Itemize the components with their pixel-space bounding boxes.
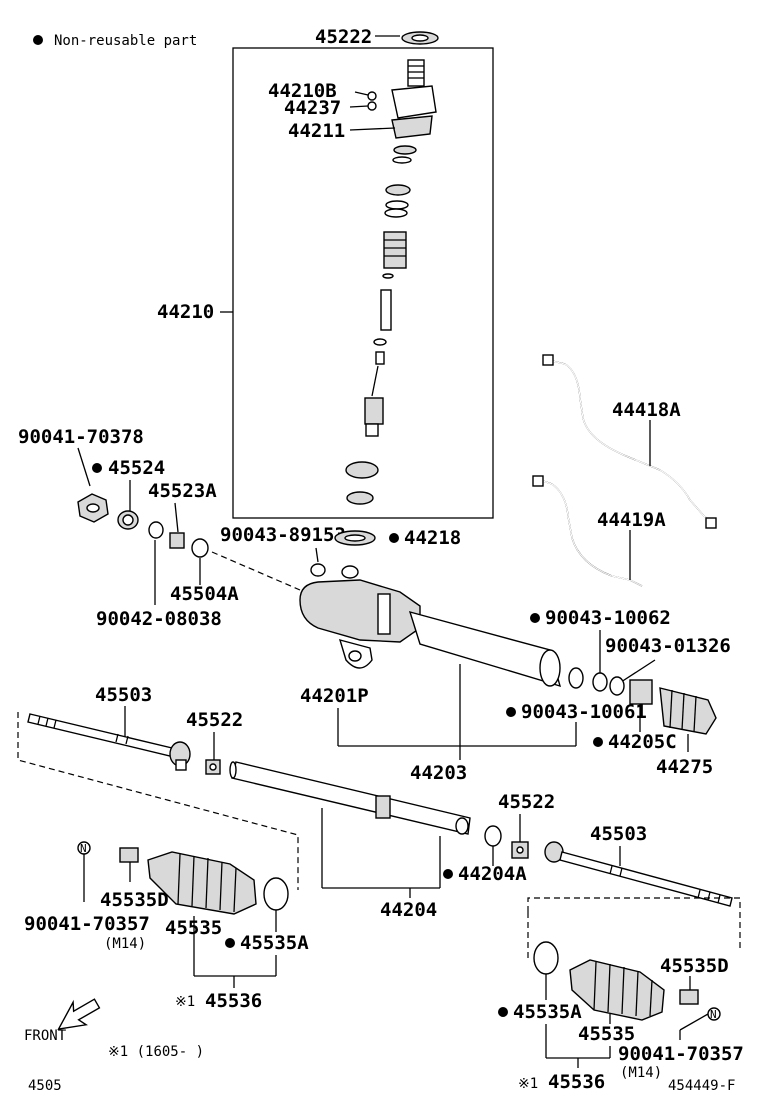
label-45535-left: 45535 xyxy=(165,917,222,939)
label-45535D-right: 45535D xyxy=(660,955,729,977)
label-45536-left: 45536 xyxy=(205,990,262,1012)
ring-44204A-shape xyxy=(484,825,502,847)
bush-44205C-shape xyxy=(629,679,653,705)
label-90043-10061: 90043-10061 xyxy=(521,701,647,723)
label-44210B: 44210B xyxy=(268,80,337,102)
label-90043-01326: 90043-01326 xyxy=(605,635,731,657)
label-44211: 44211 xyxy=(288,120,345,142)
valve-assembly-box xyxy=(232,47,494,519)
legend-text: Non-reusable part xyxy=(54,33,197,49)
label-44204A: 44204A xyxy=(458,863,527,885)
label-44204: 44204 xyxy=(380,899,437,921)
ring-45504A-shape xyxy=(191,538,209,558)
label-45536-right: 45536 xyxy=(548,1071,605,1093)
clamp-45535D-left-shape xyxy=(119,847,139,863)
footer-code-right: 454449-F xyxy=(668,1078,735,1094)
svg-text:N: N xyxy=(80,842,87,855)
rack-housing-shape xyxy=(299,565,562,688)
tie-rod-right-shape xyxy=(544,841,733,907)
label-45522-right: 45522 xyxy=(498,791,555,813)
valve-stack-shape xyxy=(345,145,417,505)
clamp-45535A-left-shape xyxy=(263,877,289,911)
valve-housing-shape xyxy=(367,59,437,139)
tube-44419A-shape xyxy=(539,479,643,587)
tube-44418A-shape xyxy=(547,359,713,523)
label-45222: 45222 xyxy=(315,26,372,48)
footer-code-left: 4505 xyxy=(28,1078,62,1094)
label-44419A: 44419A xyxy=(597,509,666,531)
bush-45523A-shape xyxy=(169,532,185,549)
oring-90042-shape xyxy=(148,521,164,539)
note-mark-left: ※1 xyxy=(175,994,195,1010)
clamp-45535A-right-shape xyxy=(533,941,559,975)
label-90041-70378: 90041-70378 xyxy=(18,426,144,448)
boot-45535-right-shape xyxy=(569,959,665,1021)
tie-rod-left-shape xyxy=(27,713,191,771)
label-45524: 45524 xyxy=(108,457,165,479)
label-90043-10062: 90043-10062 xyxy=(545,607,671,629)
label-44210: 44210 xyxy=(157,301,214,323)
rack-bar-shape xyxy=(229,761,471,835)
label-45535A-left: 45535A xyxy=(240,932,309,954)
label-44205C: 44205C xyxy=(608,731,677,753)
label-m14-left: (M14) xyxy=(104,936,146,952)
footer-note: ※1 (1605- ) xyxy=(108,1044,204,1060)
legend-bullet-icon xyxy=(33,35,43,45)
boot-45535-left-shape xyxy=(147,851,257,915)
front-arrow-icon xyxy=(57,998,101,1031)
clamp-45535D-right-shape xyxy=(679,989,699,1005)
label-90041-70357-left: 90041-70357 xyxy=(24,913,150,935)
label-90042-08038: 90042-08038 xyxy=(96,608,222,630)
label-45503-top: 45503 xyxy=(95,684,152,706)
front-label: FRONT xyxy=(24,1028,67,1044)
label-44275: 44275 xyxy=(656,756,713,778)
label-44218: 44218 xyxy=(404,527,461,549)
label-45535-right: 45535 xyxy=(578,1023,635,1045)
svg-text:N: N xyxy=(710,1008,717,1021)
note-mark-right: ※1 xyxy=(518,1076,538,1092)
label-44237: 44237 xyxy=(284,97,341,119)
label-45523A: 45523A xyxy=(148,480,217,502)
label-45535A-right: 45535A xyxy=(513,1001,582,1023)
label-45504A: 45504A xyxy=(170,583,239,605)
boot-44275-shape xyxy=(659,687,717,735)
label-45503-right: 45503 xyxy=(590,823,647,845)
label-44201P: 44201P xyxy=(300,685,369,707)
label-44418A: 44418A xyxy=(612,399,681,421)
label-90043-89153: 90043-89153 xyxy=(220,524,346,546)
label-90041-70357-right: 90041-70357 xyxy=(618,1043,744,1065)
label-44203: 44203 xyxy=(410,762,467,784)
label-45535D-left: 45535D xyxy=(100,889,169,911)
label-45522-left: 45522 xyxy=(186,709,243,731)
label-m14-right: (M14) xyxy=(620,1065,662,1081)
